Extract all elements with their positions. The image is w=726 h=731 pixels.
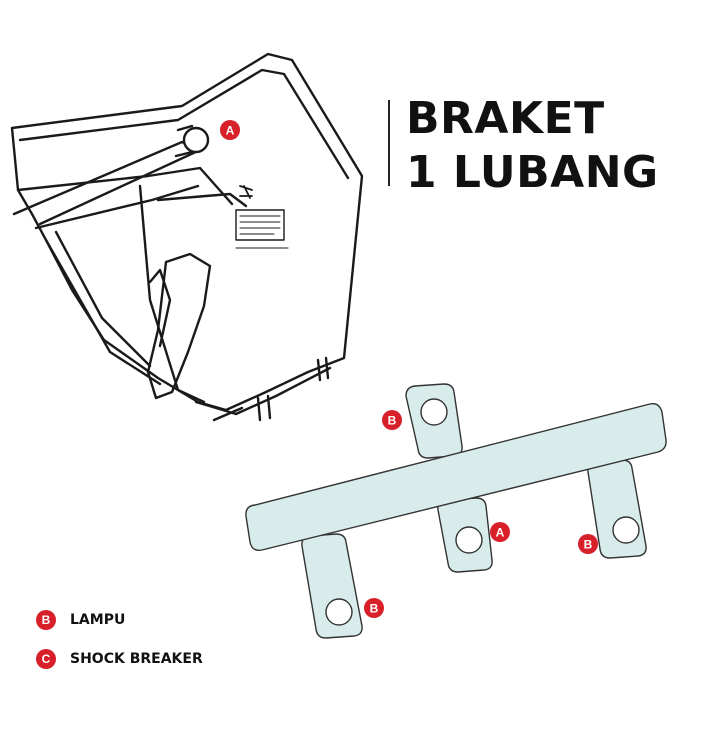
title-line-1: BRAKET [406,93,605,144]
callout-a-fairing: A [220,120,240,140]
bracket-hole [325,598,353,626]
bracket-hole [420,398,448,426]
svg-text:B: B [388,414,397,428]
headlight-fairing-drawing [10,52,364,422]
svg-text:B: B [370,602,379,616]
callout-b-bottom-tab: B [364,598,384,618]
legend-badge: B [36,610,56,630]
legend-item-shock-breaker: C SHOCK BREAKER [36,649,203,669]
bracket-hole [455,526,483,554]
legend-label: SHOCK BREAKER [70,651,203,667]
title-line-2: 1 LUBANG [406,147,659,198]
callout-b-right-tab: B [578,534,598,554]
callout-b-top-tab: B [382,410,402,430]
bracket-hole [612,516,640,544]
title-divider [388,100,390,186]
legend-item-lampu: B LAMPU [36,610,125,630]
bracket-main-bar [245,402,667,552]
svg-text:A: A [226,124,235,138]
bracket-drawing [245,383,667,639]
svg-text:A: A [496,526,505,540]
legend-label: LAMPU [70,612,126,628]
callout-badges: A B A B B [220,120,598,618]
callout-a-bracket: A [490,522,510,542]
legend-badge: C [36,649,56,669]
svg-text:B: B [584,538,593,552]
